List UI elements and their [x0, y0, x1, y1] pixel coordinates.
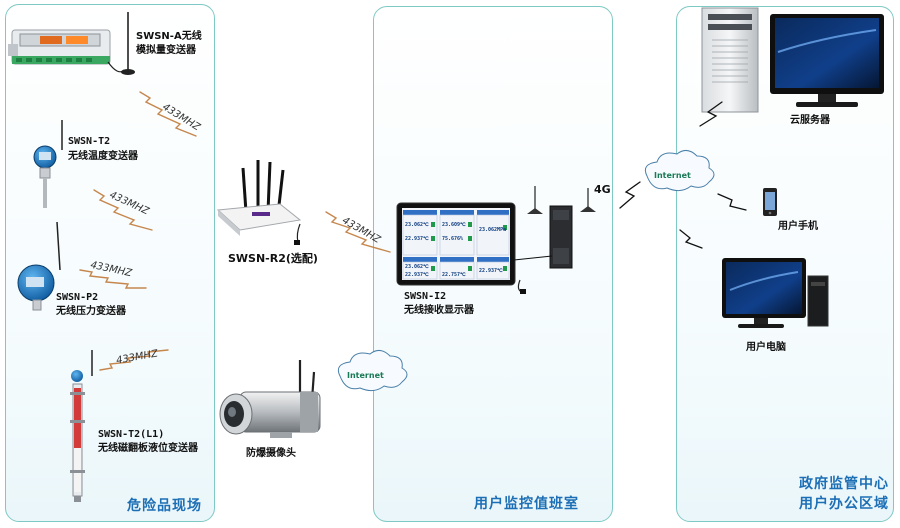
- cellular-4g-label: 4G: [594, 183, 611, 196]
- zone-title-gov-2: 用户办公区域: [799, 496, 889, 512]
- label-display-1: SWSN-I2: [404, 291, 447, 302]
- screen-value-5: 75.676%: [442, 236, 463, 242]
- label-camera: 防爆摄像头: [246, 448, 296, 459]
- pressure-transmitter-device: [17, 221, 61, 311]
- label-analog-transmitter-2: 模拟量变送器: [136, 45, 196, 56]
- temperature-transmitter-device: [33, 120, 63, 208]
- label-temp-transmitter-1: SWSN-T2: [68, 136, 111, 147]
- label-level-gauge-1: SWSN-T2(L1): [98, 429, 165, 440]
- level-gauge-device: [70, 350, 93, 502]
- internet-label-lower: Internet: [347, 371, 384, 380]
- display-screen-values: 23.062℃ 23.609℃ 23.062MPa 22.937℃ 75.676% 23.…: [405, 221, 506, 278]
- label-router: SWSN-R2(选配): [228, 252, 318, 265]
- zone-title-site: 危险品现场: [127, 498, 202, 514]
- screen-value-6: 23.062℃: [405, 263, 429, 270]
- screen-value-8: 22.757℃: [442, 271, 466, 278]
- internet-cloud-lower: [337, 350, 408, 392]
- mobile-phone-device: [763, 188, 777, 216]
- router-device: [216, 160, 302, 245]
- screen-value-4: 22.937℃: [405, 235, 429, 242]
- label-pc: 用户电脑: [746, 342, 786, 353]
- receiver-display-device: [396, 202, 516, 286]
- zone-title-gov-1: 政府监管中心: [799, 476, 889, 492]
- zone-hazard-site: 危险品现场: [5, 4, 215, 522]
- label-server: 云服务器: [790, 115, 830, 126]
- analog-transmitter-device: [8, 12, 135, 75]
- screen-value-7: 22.937℃: [405, 271, 429, 278]
- label-pressure-transmitter-2: 无线压力变送器: [56, 306, 126, 317]
- gateway-device: [513, 186, 596, 294]
- internet-label-upper: Internet: [654, 171, 691, 180]
- label-display-2: 无线接收显示器: [404, 305, 474, 316]
- explosion-proof-camera-device: [219, 360, 321, 438]
- label-level-gauge-2: 无线磁翻板液位变送器: [98, 443, 198, 454]
- screen-value-1: 23.062℃: [405, 221, 429, 228]
- label-phone: 用户手机: [778, 221, 818, 232]
- label-analog-transmitter-1: SWSN-A无线: [136, 31, 202, 42]
- screen-value-9: 22.937℃: [479, 267, 503, 274]
- screen-value-3: 23.062MPa: [479, 227, 506, 233]
- wireless-links: [79, 91, 747, 371]
- zone-title-room: 用户监控值班室: [474, 496, 579, 512]
- label-temp-transmitter-2: 无线温度变送器: [68, 151, 138, 162]
- screen-value-2: 23.609℃: [442, 221, 466, 228]
- internet-cloud-upper: [644, 150, 715, 192]
- user-pc-device: [722, 258, 829, 328]
- label-pressure-transmitter-1: SWSN-P2: [56, 292, 99, 303]
- cloud-server-device: [701, 7, 884, 113]
